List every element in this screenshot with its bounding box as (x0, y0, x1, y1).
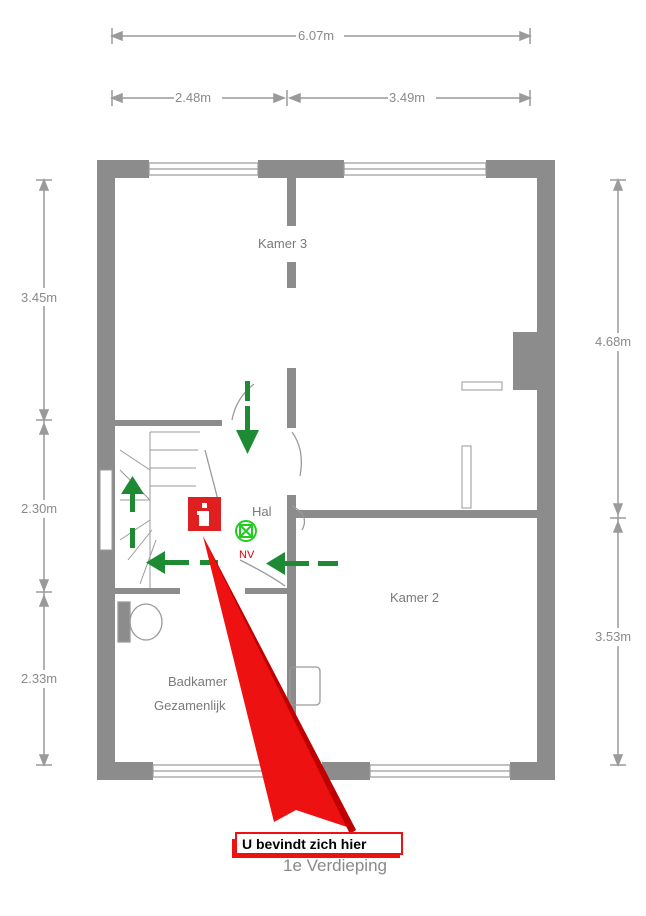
dim-left-top: 3.45m (21, 290, 57, 305)
room-label-hal: Hal (252, 504, 272, 519)
nv-label: NV (239, 549, 255, 561)
room-label-kamer3: Kamer 3 (258, 236, 307, 251)
interior-walls (112, 176, 539, 771)
you-are-here-text: U bevindt zich hier (242, 836, 367, 852)
room-label-gezamenlijk: Gezamenlijk (154, 698, 226, 713)
toilet (117, 601, 163, 643)
dim-left-width: 2.48m (175, 90, 211, 105)
dim-right-bottom: 3.53m (595, 629, 631, 644)
you-are-here-pointer-edge (203, 536, 356, 834)
dim-right-top: 4.68m (595, 334, 631, 349)
windows (99, 162, 511, 778)
room-label-badkamer: Badkamer (168, 674, 228, 689)
dim-left-middle: 2.30m (21, 501, 57, 516)
info-icon (188, 497, 221, 531)
dimension-left (36, 177, 52, 768)
dim-left-bottom: 2.33m (21, 671, 57, 686)
emergency-light-icon (235, 520, 257, 542)
doors (204, 383, 321, 706)
dim-right-width: 3.49m (389, 90, 425, 105)
hatched-walls (461, 381, 503, 509)
dimension-right (610, 177, 626, 768)
floor-label: 1e Verdieping (283, 856, 387, 875)
exterior-walls (97, 160, 555, 780)
you-are-here-label: U bevindt zich hier (232, 832, 403, 858)
escape-route-arrows (121, 381, 338, 575)
room-label-kamer2: Kamer 2 (390, 590, 439, 605)
dim-total-width: 6.07m (298, 28, 334, 43)
